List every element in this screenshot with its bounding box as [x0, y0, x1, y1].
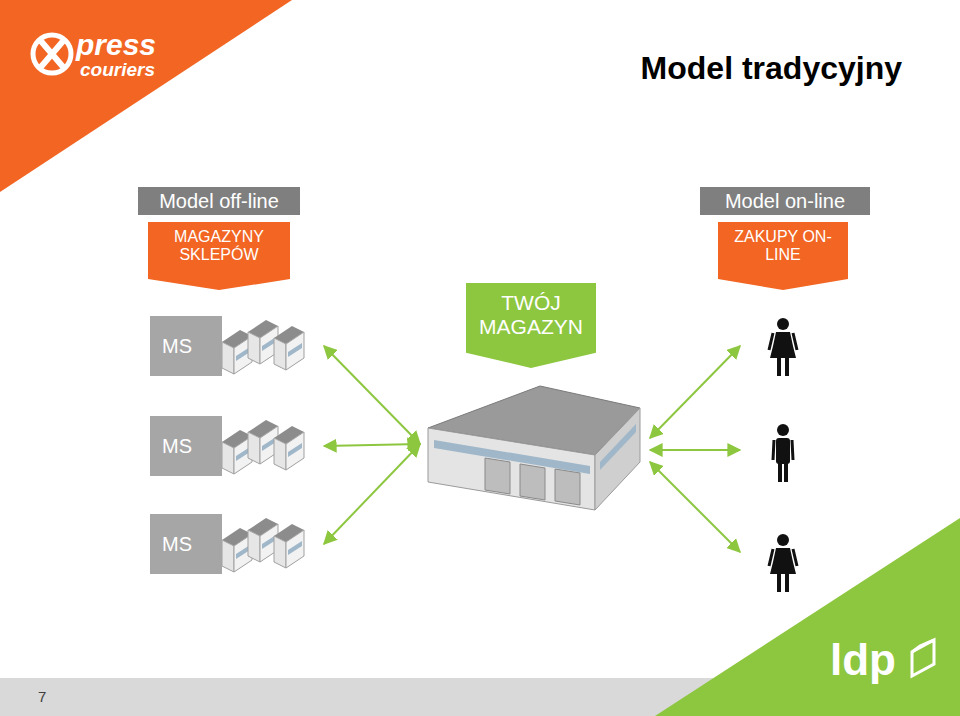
customer-arrow: [650, 346, 740, 438]
ms-text: MS: [150, 335, 192, 358]
shop-building-icon: [222, 518, 304, 572]
customer-arrow: [650, 462, 740, 552]
shop-building-icon: [222, 420, 304, 474]
customer-icon: [773, 424, 793, 482]
ms-label-box: MS: [150, 316, 222, 376]
slide-title: Model tradycyjny: [641, 50, 902, 87]
warehouse-title: TWÓJ MAGAZYN: [466, 283, 596, 339]
section-header: Model on-line: [700, 187, 870, 215]
flow-arrow: [324, 346, 420, 444]
customer-arrow: [650, 449, 740, 451]
customer-arrows: [650, 346, 740, 552]
slide-number: 7: [38, 689, 46, 704]
logo-text: ldp: [830, 638, 896, 682]
category-tab: MAGAZYNY SKLEPÓW: [148, 222, 290, 290]
ms-label-box: MS: [150, 416, 222, 476]
ms-text: MS: [150, 435, 192, 458]
warehouse-tab: TWÓJ MAGAZYN: [466, 283, 596, 368]
shop-warehouse-box: MS: [150, 316, 300, 376]
section-header: Model off-line: [138, 187, 300, 215]
logo-text: couriers: [80, 60, 155, 79]
warehouse-illustration: [428, 386, 640, 510]
orange-corner: [0, 0, 292, 192]
header-text: Model off-line: [159, 190, 279, 213]
shop-building-icon: [222, 320, 304, 374]
xpress-logo-mark: [33, 35, 71, 73]
flow-arrow: [324, 444, 420, 544]
ms-label-box: MS: [150, 514, 222, 574]
customer-icon: [769, 534, 797, 592]
tab-text: ZAKUPY ON-LINE: [718, 222, 848, 265]
customer-icon: [769, 318, 797, 376]
shop-warehouse-box: MS: [150, 514, 300, 574]
warehouse-node: TWÓJ MAGAZYN: [420, 283, 645, 513]
header-text: Model on-line: [725, 190, 845, 213]
flow-arrow: [324, 444, 420, 446]
category-tab: ZAKUPY ON-LINE: [718, 222, 848, 290]
ldp-logo-mark: [912, 640, 934, 676]
logo-text: press: [76, 30, 156, 60]
shop-warehouse-box: MS: [150, 416, 300, 476]
green-corner: [655, 518, 960, 716]
ms-text: MS: [150, 533, 192, 556]
tab-text: MAGAZYNY SKLEPÓW: [148, 222, 290, 265]
